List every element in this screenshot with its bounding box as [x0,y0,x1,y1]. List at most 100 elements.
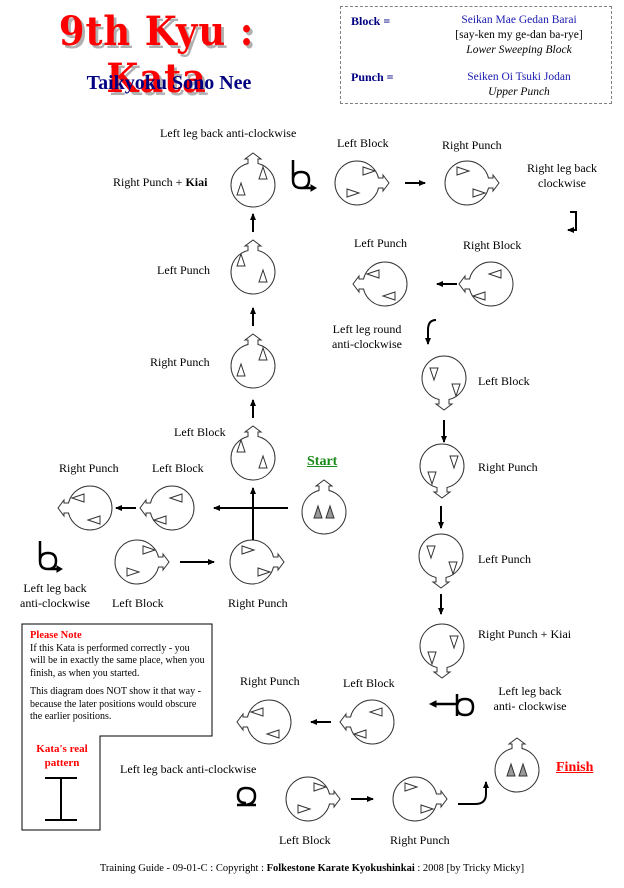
stance-s1 [139,485,195,531]
note-paragraph-1: If this Kata is performed correctly - yo… [30,642,205,679]
footer-suffix: : 2008 [by Tricky Micky] [414,863,525,874]
stance-label: Left Block [152,461,204,475]
foot-icon [449,635,459,650]
facing-notch-icon [243,425,263,437]
facing-notch-icon [243,333,263,345]
punch-term: Punch = [351,70,394,84]
stance-label: Left Block [112,596,164,610]
foot-icon [249,707,264,717]
foot-icon [427,651,437,666]
foot-icon [258,346,268,361]
please-note-box: Please Note If this Kata is performed co… [22,624,212,830]
I-shape-pattern-icon [45,777,77,821]
note-box-outline [21,623,213,831]
foot-icon [472,188,487,198]
stance-label: Right Punch [59,461,119,475]
facing-notch-icon [273,552,285,572]
stance-s7 [230,239,276,295]
block-term: Block = [351,14,391,28]
foot-icon [471,291,486,301]
start-marker: Start [307,454,338,469]
kiai-word: Kiai [185,175,208,189]
foot-icon [168,493,183,503]
foot-icon [142,545,157,555]
stance-s5 [230,425,276,481]
label-line: Left leg back [23,581,87,595]
label-line: anti-clockwise [20,596,90,610]
foot-icon [313,782,328,792]
label-line: Kata's real [36,743,88,755]
turn-icon-bottom [236,786,257,807]
stance-s15 [418,533,464,589]
stance-label: Left Punch [478,552,531,566]
finish-marker: Finish [556,760,594,775]
foot-icon [126,567,141,577]
facing-notch-icon [243,239,263,251]
stance-label: Left Punch [157,263,210,277]
stance-s9 [334,160,390,206]
facing-notch-icon [507,737,527,749]
stance-label: Left Block [343,676,395,690]
facing-notch-icon [434,399,454,411]
foot-icon [325,504,335,519]
turn-icon-right [432,694,475,717]
facing-notch-icon [432,487,452,499]
stance-s16 [419,623,465,679]
stance-s4 [229,539,285,585]
stance-s10 [444,160,500,206]
stance-label: Right Punch + Kiai [478,627,572,641]
foot-icon [258,454,268,469]
stance-label: Left Block [478,374,530,388]
label-line: clockwise [538,176,586,190]
stance-label: Left Block [174,425,226,439]
foot-icon [265,729,280,739]
foot-icon [429,367,439,382]
stance-s8 [230,152,276,208]
foot-icon [70,493,85,503]
punch-japanese-name: Seiken Oi Tsuki Jodan [467,71,571,83]
turn-icon-left [38,541,60,571]
facing-notch-icon [432,667,452,679]
terminology-legend: Block = Seikan Mae Gedan Barai [say-ken … [340,6,612,104]
note-paragraph-2: This diagram does NOT show it that way -… [30,686,201,722]
note-title: Please Note [30,630,82,641]
stance-label: Left Punch [354,236,407,250]
foot-icon [352,729,367,739]
facing-notch-icon [431,577,451,589]
kata-name: Taikyoku Sono Nee [86,72,252,94]
stance-s18 [236,699,292,745]
punch-translation: Upper Punch [488,86,550,98]
facing-notch-icon [329,789,341,809]
footer-prefix: Training Guide - 09-01-C : Copyright : [99,863,267,874]
page-title: 9th Kyu : Kata [58,8,255,102]
foot-icon [451,383,461,398]
facing-notch-icon [236,712,248,732]
facing-notch-icon [158,552,170,572]
foot-icon [420,804,435,814]
stance-label: Right Punch [390,833,450,847]
stance-label: Right Block [463,238,522,252]
stance-label: Left Block [337,136,389,150]
stance-s2 [57,485,113,531]
foot-icon [518,762,528,777]
facing-notch-icon [352,274,364,294]
foot-icon [257,567,272,577]
foot-icon [86,515,101,525]
stance-label: Right Punch [150,355,210,369]
stance-s17 [339,699,395,745]
stance-s3 [114,539,170,585]
label-text: Right Punch + [113,175,186,189]
foot-icon [236,362,246,377]
turn-arrow-clockwise [567,211,577,233]
facing-notch-icon [458,274,470,294]
foot-icon [426,545,436,560]
foot-icon [346,188,361,198]
turn-arrow-anticlockwise [425,319,437,345]
stance-s11 [458,261,514,307]
foot-icon [258,268,268,283]
stance-start [301,479,347,535]
block-translation: Lower Sweeping Block [466,44,572,56]
foot-icon [241,545,256,555]
stance-label: Left Block [279,833,331,847]
